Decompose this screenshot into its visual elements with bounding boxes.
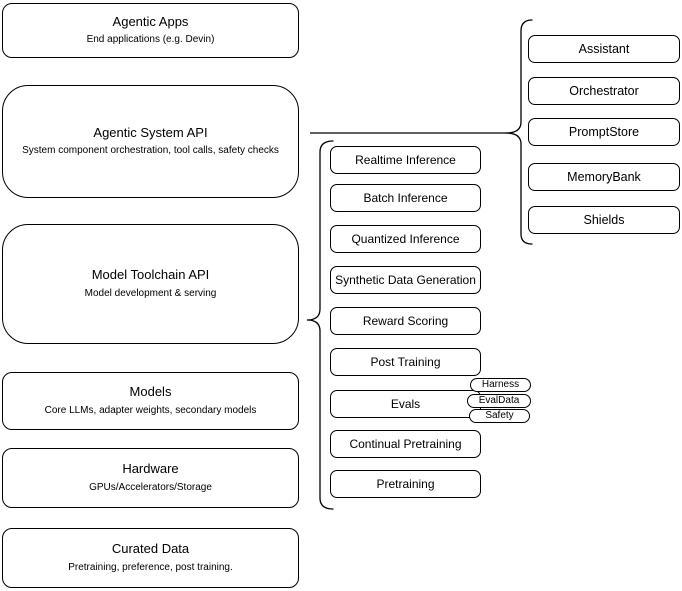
tag-safety: Safety — [469, 409, 530, 423]
box-title: Curated Data — [111, 541, 190, 557]
box-agentic-system-api: Agentic System API System component orch… — [2, 85, 299, 198]
box-models: Models Core LLMs, adapter weights, secon… — [2, 372, 299, 430]
node-post-training: Post Training — [330, 348, 481, 376]
tag-evaldata: EvalData — [467, 394, 531, 408]
box-model-toolchain-api: Model Toolchain API Model development & … — [2, 224, 299, 344]
box-subtitle: Core LLMs, adapter weights, secondary mo… — [44, 404, 257, 416]
box-subtitle: GPUs/Accelerators/Storage — [89, 481, 212, 493]
node-evals: Evals — [330, 390, 481, 418]
node-pretraining: Pretraining — [330, 470, 481, 498]
box-title: Hardware — [122, 461, 179, 477]
box-title: Agentic System API — [93, 124, 208, 140]
node-quantized-inference: Quantized Inference — [330, 225, 481, 253]
box-hardware: Hardware GPUs/Accelerators/Storage — [2, 448, 299, 508]
box-subtitle: End applications (e.g. Devin) — [86, 34, 215, 46]
node-realtime-inference: Realtime Inference — [330, 146, 481, 174]
tag-harness: Harness — [470, 378, 531, 392]
node-orchestrator: Orchestrator — [528, 77, 680, 105]
box-title: Models — [129, 384, 172, 400]
box-title: Agentic Apps — [112, 13, 189, 29]
node-assistant: Assistant — [528, 35, 680, 63]
box-title: Model Toolchain API — [91, 267, 210, 283]
box-subtitle: Model development & serving — [84, 287, 217, 299]
box-curated-data: Curated Data Pretraining, preference, po… — [2, 528, 299, 588]
box-subtitle: Pretraining, preference, post training. — [68, 561, 233, 573]
box-subtitle: System component orchestration, tool cal… — [22, 145, 279, 157]
box-agentic-apps: Agentic Apps End applications (e.g. Devi… — [2, 3, 299, 58]
node-memorybank: MemoryBank — [528, 163, 680, 191]
node-reward-scoring: Reward Scoring — [330, 307, 481, 335]
node-continual-pretraining: Continual Pretraining — [330, 430, 481, 458]
node-promptstore: PromptStore — [528, 118, 680, 146]
node-batch-inference: Batch Inference — [330, 184, 481, 212]
node-synthetic-data-generation: Synthetic Data Generation — [330, 266, 481, 294]
node-shields: Shields — [528, 206, 680, 234]
